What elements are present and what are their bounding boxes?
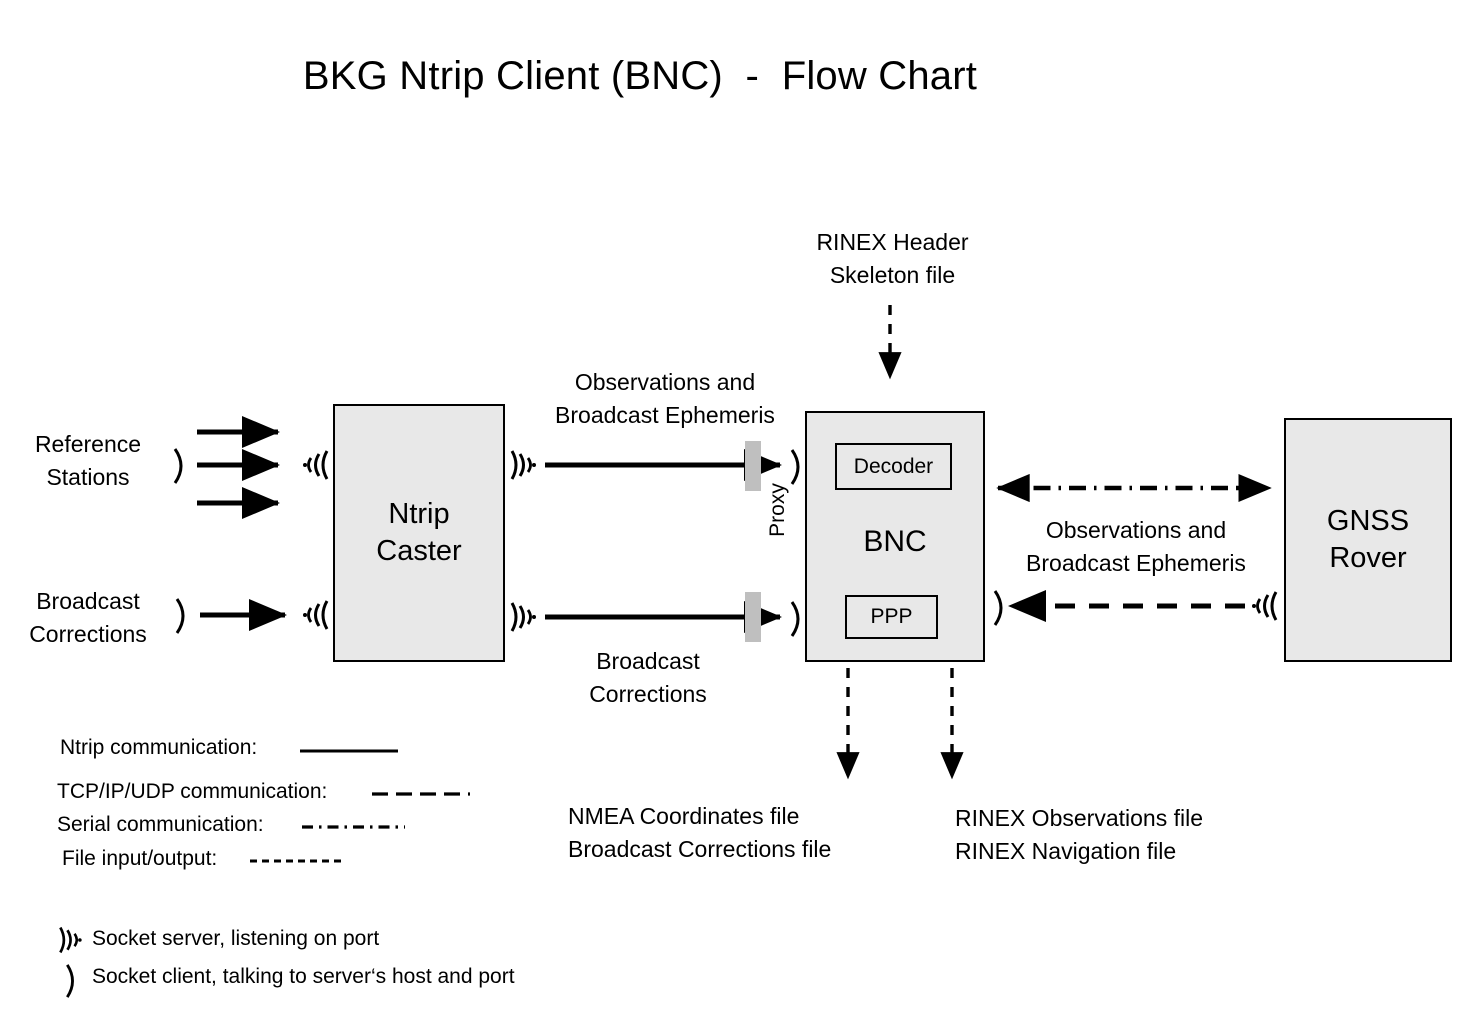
nmea-output-label: NMEA Coordinates file Broadcast Correcti… — [568, 803, 832, 862]
proxy-bar-bottom — [745, 592, 761, 642]
rinex-output-label: RINEX Observations file RINEX Navigation… — [955, 805, 1203, 864]
socket-server-icon — [1252, 591, 1278, 621]
ppp-box[interactable]: PPP — [845, 595, 938, 639]
legend-socket-server-row: Socket server, listening on port — [92, 927, 379, 951]
legend-sample-dotted — [250, 859, 346, 863]
ppp-label: PPP — [870, 605, 913, 628]
legend-socket-client-row: Socket client, talking to server‘s host … — [92, 965, 515, 989]
gnss-rover-box[interactable]: GNSS Rover — [1284, 418, 1452, 662]
socket-client-icon — [173, 448, 183, 484]
legend-socket-server-label: Socket server, listening on port — [92, 927, 380, 950]
socket-client-icon — [175, 598, 185, 634]
bnc-label: BNC — [863, 525, 927, 558]
decoder-box[interactable]: Decoder — [835, 443, 952, 490]
socket-server-icon — [303, 450, 329, 480]
rinex-header-skeleton-label: RINEX Header Skeleton file — [816, 229, 969, 288]
observations-ephemeris-left-label: Observations and Broadcast Ephemeris — [555, 369, 775, 428]
gnss-rover-label: GNSS Rover — [1326, 504, 1410, 574]
broadcast-corrections-input-label: Broadcast Corrections — [29, 588, 147, 647]
legend-sample-dashed — [372, 792, 470, 796]
socket-server-icon — [510, 450, 536, 480]
legend-row-tcp: TCP/IP/UDP communication: — [57, 780, 327, 804]
observations-ephemeris-right-label: Observations and Broadcast Ephemeris — [1026, 517, 1246, 576]
ntrip-caster-box[interactable]: Ntrip Caster — [333, 404, 505, 662]
legend-row-serial: Serial communication: — [57, 813, 264, 837]
legend-label-tcp: TCP/IP/UDP communication: — [57, 780, 328, 803]
socket-server-icon — [303, 600, 329, 630]
socket-server-icon — [510, 602, 536, 632]
reference-station-arrows — [197, 415, 281, 519]
legend-label-serial: Serial communication: — [57, 813, 264, 836]
legend-label-ntrip: Ntrip communication: — [60, 736, 258, 759]
proxy-bar-top — [745, 441, 761, 491]
socket-client-icon — [993, 590, 1003, 626]
reference-stations-label: Reference Stations — [34, 431, 142, 490]
legend-label-file: File input/output: — [62, 847, 218, 870]
legend-row-file: File input/output: — [62, 847, 217, 871]
socket-client-icon — [66, 964, 74, 998]
ntrip-caster-label: Ntrip Caster — [376, 497, 462, 567]
broadcast-corrections-mid-label: Broadcast Corrections — [589, 648, 707, 707]
legend-sample-dashdot — [302, 825, 405, 829]
socket-server-icon — [59, 926, 82, 954]
decoder-label: Decoder — [853, 454, 934, 478]
legend-row-ntrip: Ntrip communication: — [60, 736, 257, 760]
socket-client-icon — [790, 601, 800, 637]
legend-sample-solid — [300, 749, 398, 753]
legend-socket-client-label: Socket client, talking to server‘s host … — [92, 965, 515, 988]
socket-client-icon — [790, 449, 800, 485]
page-title: BKG Ntrip Client (BNC) - Flow Chart — [302, 54, 978, 98]
